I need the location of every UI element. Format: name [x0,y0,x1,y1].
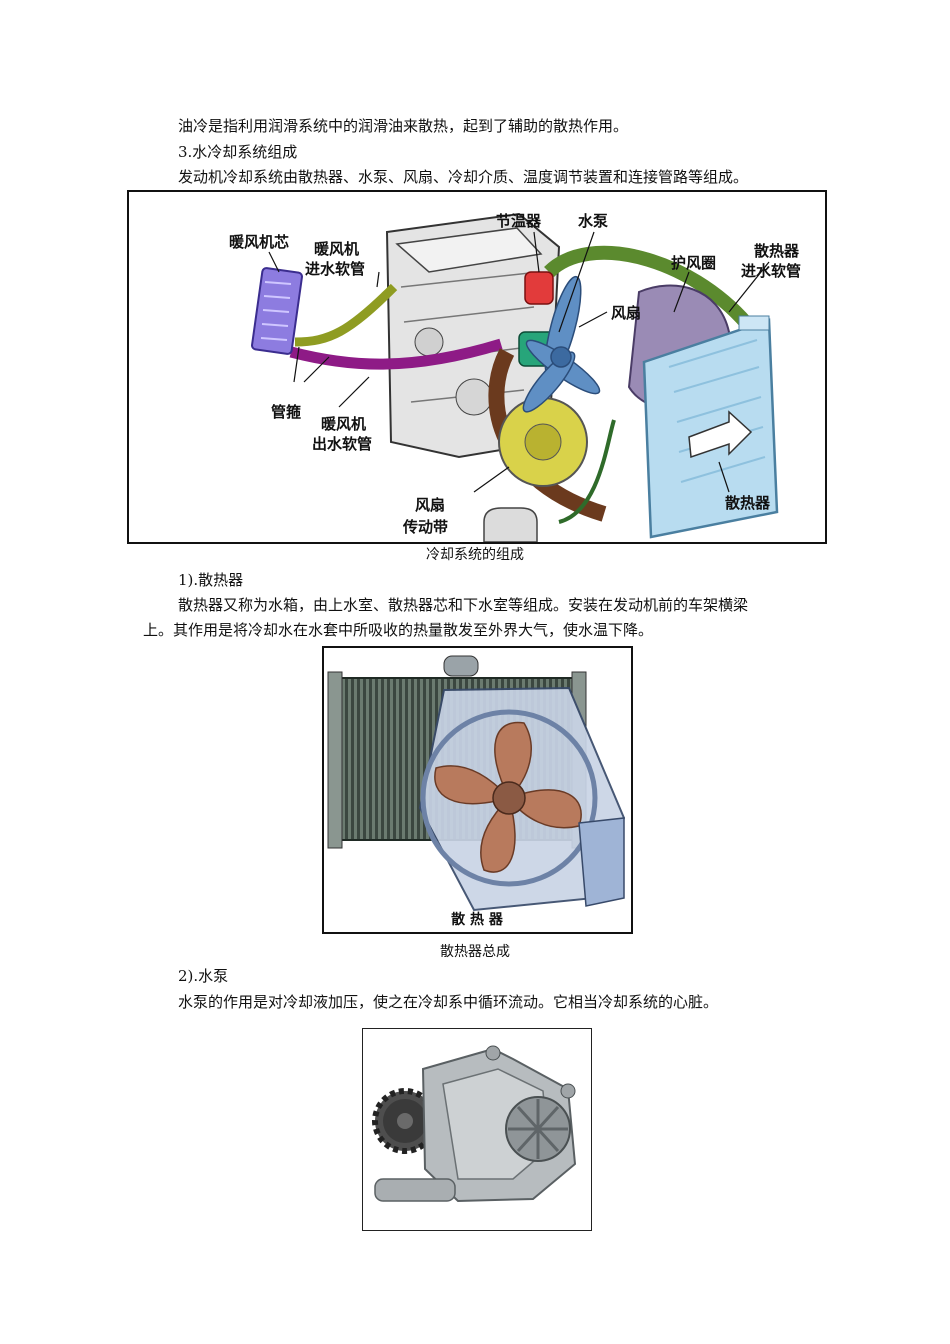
radiator-assembly-illustration: 散 热 器 [327,655,626,928]
label-fan-shroud: 护风圈 [671,254,716,272]
cooling-fan [522,275,601,413]
water-pump-illustration [372,1045,577,1203]
label-hose-clamp: 管箍 [271,403,301,421]
label-fan-belt-line2: 传动带 [402,518,448,536]
label-radiator: 散热器 [725,494,771,512]
label-heater-outlet-line2: 出水软管 [312,435,372,453]
radiator-inner-label: 散 热 器 [451,911,504,928]
label-heater-outlet-line1: 暖风机 [321,415,366,433]
pump-heading: 2).水泵 [178,967,229,985]
radiator-cap [443,655,479,677]
label-heater-inlet-line1: 暖风机 [314,240,359,258]
cooling-system-figure: 暖风机芯 暖风机 进水软管 节温器 水泵 护风圈 散热器 进水软管 风扇 管箍 … [127,190,827,544]
figure2-caption: 散热器总成 [440,944,510,960]
label-water-pump: 水泵 [578,212,608,230]
label-fan-belt-line1: 风扇 [415,496,445,514]
cooling-system-diagram: 暖风机芯 暖风机 进水软管 节温器 水泵 护风圈 散热器 进水软管 风扇 管箍 … [229,212,801,542]
section-heading: 3.水冷却系统组成 [178,143,298,161]
radiator-heading: 1).散热器 [178,571,244,589]
label-radiator-inlet-line1: 散热器 [754,242,800,260]
label-heater-inlet-line2: 进水软管 [305,260,365,278]
pump-desc: 水泵的作用是对冷却液加压，使之在冷却系中循环流动。它相当冷却系统的心脏。 [178,993,719,1011]
radiator-assembly-figure: 散 热 器 [322,646,633,934]
fan-blades [434,721,582,873]
heater-outlet-hose [289,338,503,370]
fan-motor-housing [578,817,625,907]
leader-lines [268,231,770,493]
water-pump-figure [362,1028,592,1231]
overflow-hose [558,419,616,524]
paragraph-composition: 发动机冷却系统由散热器、水泵、风扇、冷却介质、温度调节装置和连接管路等组成。 [178,168,749,186]
figure1-caption: 冷却系统的组成 [426,547,524,563]
radiator-desc-line2: 上。其作用是将冷却水在水套中所吸收的热量散发至外界大气，使水温下降。 [143,621,654,639]
label-fan: 风扇 [611,304,641,322]
pump-drive-gear [372,1088,438,1154]
paragraph-oil-cooling: 油冷是指利用润滑系统中的润滑油来散热，起到了辅助的散热作用。 [178,117,629,135]
radiator-desc-line1: 散热器又称为水箱，由上水室、散热器芯和下水室等组成。安装在发动机前的车架横梁 [178,596,749,614]
label-radiator-inlet-line2: 进水软管 [741,262,801,280]
label-heater-core: 暖风机芯 [229,233,289,251]
radiator-part [642,315,779,539]
radiator-inlet-hose [544,245,753,329]
thermostat-part [524,271,554,305]
heater-inlet-hose [294,283,398,347]
label-thermostat: 节温器 [496,212,542,230]
heater-core [251,267,303,355]
coolant-reservoir [483,507,538,542]
fan-hub [492,781,526,815]
pump-outlet-pipe [374,1178,456,1202]
